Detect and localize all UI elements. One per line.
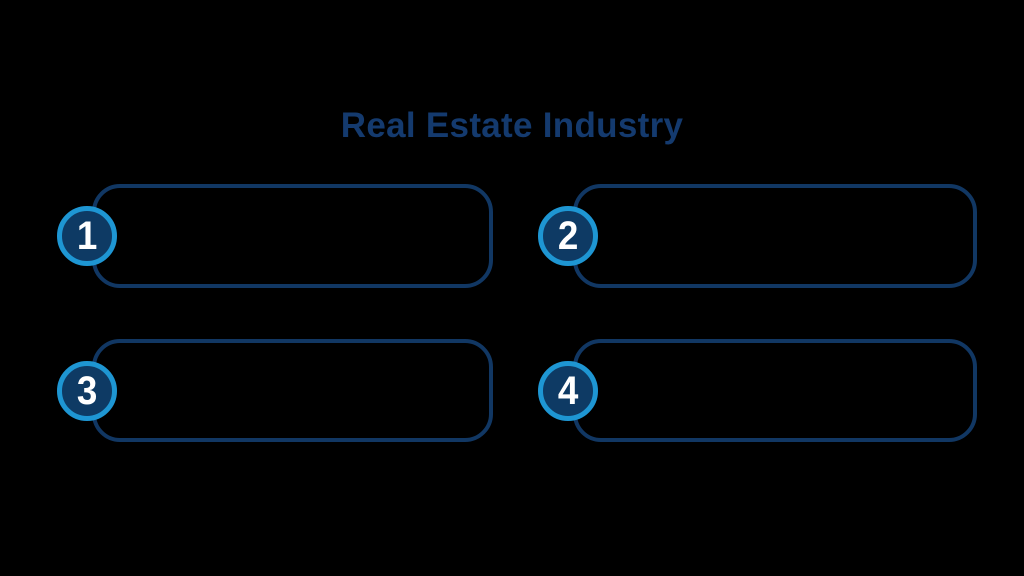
- step-number-badge-1: 1: [57, 206, 117, 266]
- step-box-2: 2: [538, 184, 977, 288]
- step-number-2: 2: [557, 214, 579, 258]
- step-box-4: 4: [538, 339, 977, 442]
- step-number-badge-3: 3: [57, 360, 117, 421]
- step-number-badge-2: 2: [538, 206, 598, 266]
- step-box-1: 1: [57, 184, 493, 288]
- page-title: Real Estate Industry: [340, 106, 684, 145]
- step-number-4: 4: [557, 368, 579, 413]
- step-box-3: 3: [57, 339, 493, 442]
- step-number-badge-4: 4: [538, 360, 598, 421]
- step-number-3: 3: [76, 368, 98, 413]
- step-number-1: 1: [76, 214, 98, 258]
